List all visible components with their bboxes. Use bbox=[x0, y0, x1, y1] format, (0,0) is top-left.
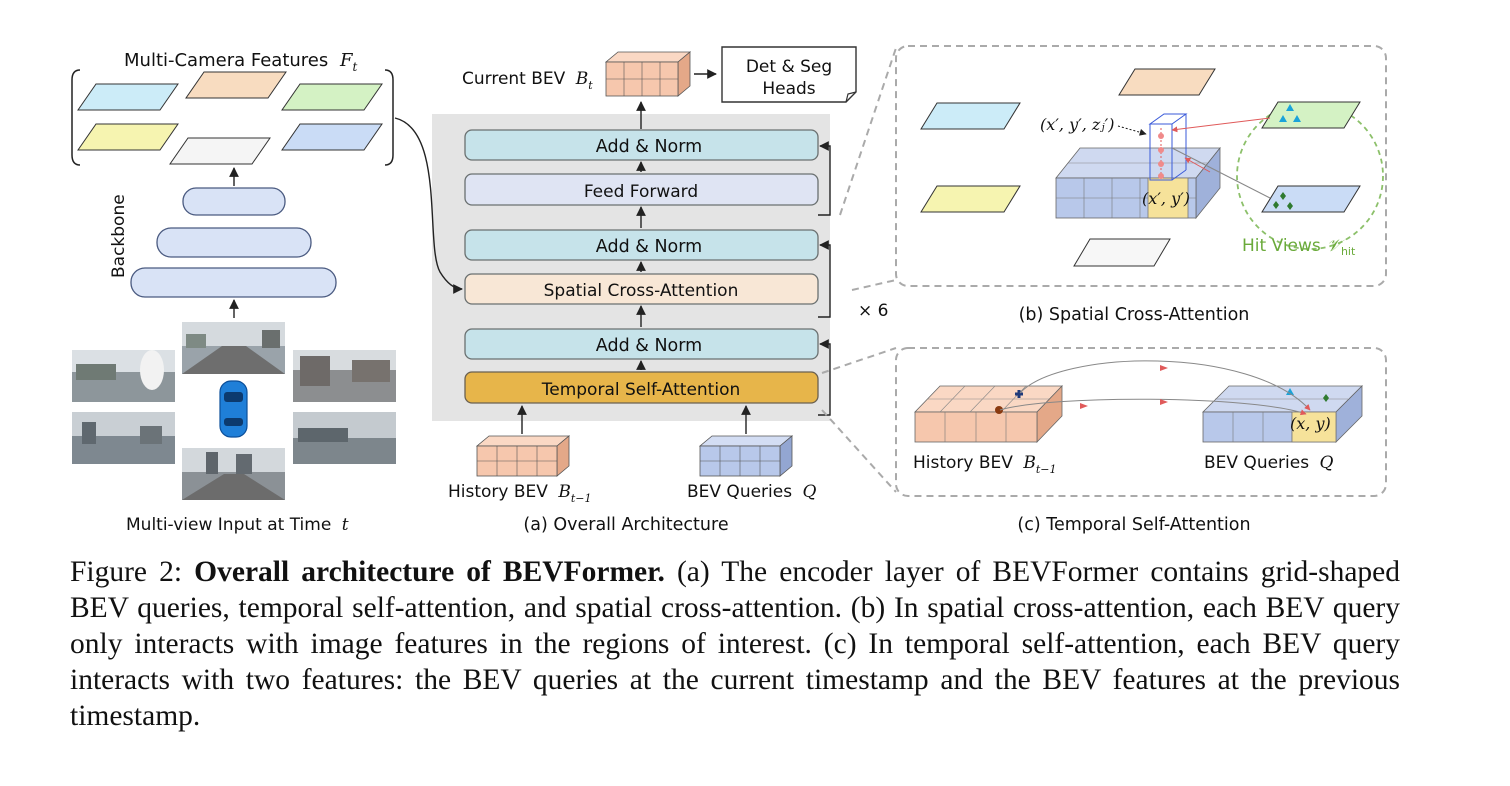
feed-forward-label: Feed Forward bbox=[584, 182, 698, 202]
camera-image-back-right bbox=[293, 412, 396, 464]
spatial-ca-label: Spatial Cross-Attention bbox=[544, 281, 739, 301]
temporal-arrow bbox=[999, 398, 1307, 416]
panel-b-caption: (b) Spatial Cross-Attention bbox=[1019, 305, 1250, 325]
hit-camera-view bbox=[1261, 185, 1361, 213]
temporal-sa-label: Temporal Self-Attention bbox=[541, 380, 741, 400]
panel-c-caption: (c) Temporal Self-Attention bbox=[1017, 515, 1250, 535]
add-norm-label: Add & Norm bbox=[596, 137, 702, 157]
panel-c-frame bbox=[895, 347, 1387, 497]
residual-arrow bbox=[818, 339, 831, 416]
encoder-layer-background bbox=[432, 114, 830, 421]
feature-map bbox=[77, 123, 179, 151]
current-bev-label: Current BEV Bt bbox=[462, 69, 593, 92]
dot-marker bbox=[995, 406, 1003, 414]
history-bev-grid bbox=[475, 435, 571, 477]
coord-pointer bbox=[1117, 125, 1147, 136]
camera-view bbox=[920, 102, 1021, 130]
add-norm-label: Add & Norm bbox=[596, 237, 702, 257]
add-norm-block-bottom bbox=[464, 328, 819, 360]
feature-map bbox=[185, 71, 287, 99]
camera-image-back-left bbox=[72, 412, 175, 464]
bev-queries-label: BEV Queries Q bbox=[1204, 453, 1334, 473]
caption-title: Overall architecture of BEVFormer. bbox=[194, 556, 665, 588]
add-norm-block-middle bbox=[464, 229, 819, 261]
diamond-markers bbox=[1273, 192, 1293, 210]
features-arrow bbox=[394, 117, 463, 294]
features-title: Multi-Camera Features Ft bbox=[124, 50, 357, 74]
triangle-marker bbox=[1286, 388, 1294, 395]
backbone-stage-2 bbox=[156, 227, 312, 258]
middle-panel: Current BEV Bt Det & Seg Heads Add & Nor… bbox=[394, 46, 888, 535]
caption-body: (a) The encoder layer of BEVFormer conta… bbox=[70, 556, 1401, 732]
camera-image-front-right bbox=[293, 350, 396, 402]
temporal-self-attention-panel: (x, y) History BEV Bt−1 BEV Queries Q (c… bbox=[895, 347, 1387, 535]
feed-forward-block bbox=[464, 173, 819, 206]
ego-car-icon bbox=[219, 380, 248, 438]
left-panel: Multi-Camera Features Ft Backbone bbox=[71, 50, 396, 535]
triangle-markers bbox=[1279, 104, 1301, 122]
svg-text:Heads: Heads bbox=[762, 79, 815, 99]
arrow-tick bbox=[1080, 403, 1088, 409]
coord-label: (x, y) bbox=[1290, 414, 1331, 433]
caption-label: Figure 2: bbox=[70, 556, 183, 588]
panel-b-frame bbox=[895, 45, 1387, 287]
input-title: Multi-view Input at Time t bbox=[126, 515, 349, 535]
bev-volume bbox=[1055, 113, 1221, 220]
right-bracket bbox=[384, 69, 394, 166]
feature-map bbox=[281, 83, 383, 111]
bev-queries-volume bbox=[1202, 385, 1363, 443]
svg-text:Det & Seg: Det & Seg bbox=[746, 57, 832, 77]
backbone-stage-1 bbox=[182, 187, 286, 216]
temporal-self-attention-block bbox=[464, 371, 819, 404]
current-bev-grid bbox=[604, 51, 692, 97]
camera-image-front-left bbox=[72, 350, 175, 402]
feature-map bbox=[169, 137, 271, 165]
arrow-tick bbox=[1160, 365, 1168, 371]
projection-line bbox=[1171, 117, 1271, 133]
backbone-stage-3 bbox=[130, 267, 337, 298]
camera-view bbox=[1118, 68, 1216, 96]
zoom-connectors bbox=[821, 47, 897, 493]
figure-caption: Figure 2: Overall architecture of BEVFor… bbox=[70, 554, 1400, 734]
repeat-label: × 6 bbox=[858, 301, 888, 321]
add-norm-label: Add & Norm bbox=[596, 336, 702, 356]
diamond-marker bbox=[1323, 394, 1329, 402]
history-bev-label: History BEV Bt−1 bbox=[913, 453, 1056, 476]
projection-arrow bbox=[1184, 157, 1211, 173]
bev-queries-grid bbox=[698, 435, 794, 477]
feature-map bbox=[281, 123, 383, 151]
arrow-tick bbox=[1160, 399, 1168, 405]
history-bev-label: History BEV Bt−1 bbox=[448, 482, 591, 505]
panel-a-caption: (a) Overall Architecture bbox=[523, 515, 728, 535]
left-bracket bbox=[71, 69, 81, 166]
residual-arrow bbox=[818, 141, 831, 216]
projection-line bbox=[1171, 147, 1271, 199]
cross-marker bbox=[1015, 390, 1023, 398]
temporal-arrow bbox=[1019, 360, 1311, 411]
spatial-cross-attention-block bbox=[464, 273, 819, 305]
residual-arrow bbox=[818, 240, 831, 318]
coord-2d-label: (x′, y′) bbox=[1142, 189, 1190, 208]
camera-image-back bbox=[182, 448, 285, 500]
heads-box: Det & Seg Heads bbox=[721, 46, 857, 103]
add-norm-block-top bbox=[464, 129, 819, 161]
backbone-label: Backbone bbox=[109, 194, 129, 278]
feature-map bbox=[77, 83, 179, 111]
camera-view bbox=[920, 185, 1021, 213]
coord-3d-label: (x′, y′, zⱼ′) bbox=[1040, 115, 1114, 134]
camera-view bbox=[1073, 238, 1171, 267]
bev-queries-label: BEV Queries Q bbox=[687, 482, 817, 502]
hit-camera-view bbox=[1261, 101, 1361, 129]
camera-image-front bbox=[182, 322, 285, 374]
history-bev-volume bbox=[914, 385, 1063, 443]
